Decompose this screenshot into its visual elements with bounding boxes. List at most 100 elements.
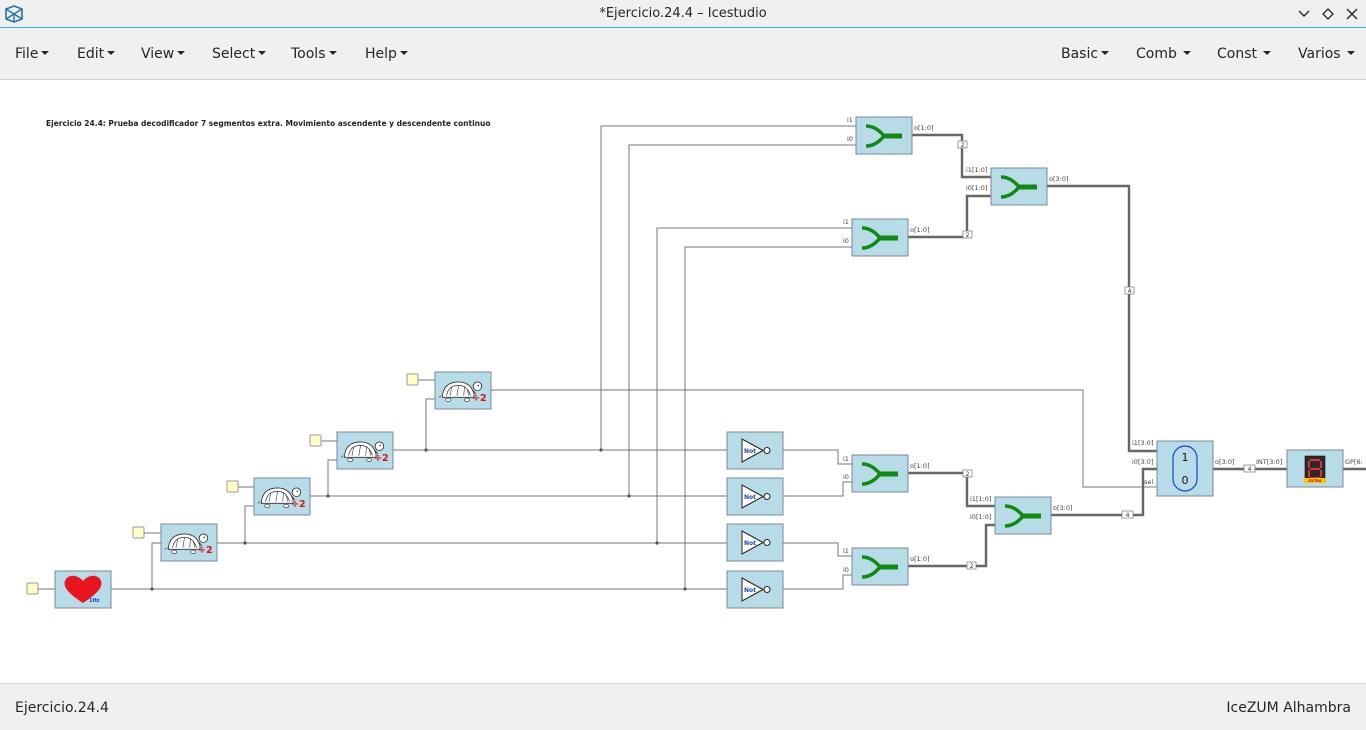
caret-down-icon — [1346, 51, 1355, 55]
svg-text:o[1:0]: o[1:0] — [910, 226, 930, 234]
minimize-button[interactable] — [1294, 4, 1314, 24]
svg-text:2: 2 — [961, 142, 965, 149]
svg-text:2: 2 — [970, 563, 974, 570]
statusbar: Ejercicio.24.4 IceZUM Alhambra — [0, 683, 1366, 730]
menu-file[interactable]: File — [15, 46, 50, 62]
caret-down-icon — [399, 51, 408, 55]
bus-size-marker: 2 — [962, 469, 973, 478]
design-canvas[interactable]: Ejercicio 24.4: Prueba decodificador 7 s… — [0, 80, 1366, 683]
caret-down-icon — [328, 51, 337, 55]
svg-text:i1: i1 — [843, 455, 849, 463]
menu-tools[interactable]: Tools — [291, 46, 337, 62]
menu-varios[interactable]: Varios — [1298, 46, 1355, 62]
prescaler-label: ÷2 — [198, 545, 213, 556]
svg-text:o[3:0]: o[3:0] — [1053, 504, 1073, 512]
diamond-icon — [1322, 8, 1334, 20]
svg-text:1: 1 — [1182, 451, 1189, 464]
not-gate[interactable]: Not — [726, 477, 784, 516]
bus-size-marker: 4 — [1124, 286, 1135, 295]
not-gate[interactable]: Not — [726, 570, 784, 609]
join-block[interactable]: i1 i0 o[1:0] — [843, 547, 930, 586]
prescaler-label: ÷2 — [374, 453, 389, 464]
svg-text:o[1:0]: o[1:0] — [910, 462, 930, 470]
menu-view[interactable]: View — [141, 46, 186, 62]
join-block-4bit[interactable]: i1[1:0] i0[1:0] o[3:0] — [970, 495, 1073, 535]
svg-text:i0[3:0]: i0[3:0] — [1132, 458, 1153, 466]
svg-text:o[3:0]: o[3:0] — [1215, 458, 1235, 466]
not-label: Not — [744, 494, 756, 501]
svg-text:2: 2 — [966, 471, 970, 478]
menu-basic[interactable]: Basic — [1061, 46, 1110, 62]
svg-text:4: 4 — [1126, 512, 1130, 519]
menu-select[interactable]: Select — [212, 46, 267, 62]
constant-input[interactable] — [309, 434, 322, 447]
caret-down-icon — [107, 51, 116, 55]
not-label: Not — [744, 448, 756, 455]
constant-input[interactable] — [132, 526, 145, 539]
join-block-4bit[interactable]: i1[1:0] i0[1:0] o[3:0] — [966, 166, 1069, 206]
svg-text:i0[1:0]: i0[1:0] — [970, 513, 991, 521]
bus-size-marker: 4 — [1243, 464, 1256, 473]
not-gate[interactable]: Not — [726, 431, 784, 470]
menu-const[interactable]: Const — [1217, 46, 1271, 62]
wire-junctions — [150, 448, 687, 591]
menu-edit[interactable]: Edit — [77, 46, 116, 62]
caret-down-icon — [1182, 51, 1191, 55]
caret-down-icon — [177, 51, 186, 55]
svg-text:0: 0 — [1182, 474, 1189, 487]
svg-text:o[3:0]: o[3:0] — [1049, 175, 1069, 183]
join-block[interactable]: i1 i0 o[1:0] — [843, 454, 930, 493]
join-block[interactable]: i1 i0 o[1:0] — [847, 116, 934, 155]
caret-down-icon — [1101, 51, 1110, 55]
menubar: File Edit View Select Tools Help Basic C… — [0, 28, 1366, 80]
chevron-down-icon — [1298, 10, 1310, 17]
maximize-button[interactable] — [1318, 4, 1338, 24]
menu-comb[interactable]: Comb — [1136, 46, 1191, 62]
svg-text:GP[6:: GP[6: — [1345, 458, 1363, 466]
bus-wires — [908, 133, 1366, 568]
caret-down-icon — [1263, 51, 1271, 55]
bus-size-marker: 2 — [966, 561, 977, 570]
svg-text:i1[1:0]: i1[1:0] — [966, 166, 987, 174]
close-icon — [1346, 8, 1358, 20]
prescaler-block[interactable]: ÷2 — [160, 523, 218, 562]
svg-text:i1: i1 — [843, 218, 849, 226]
icestudio-app-icon — [4, 5, 24, 27]
prescaler-label: ÷2 — [472, 393, 487, 404]
constant-input[interactable] — [26, 582, 39, 595]
svg-text:o[1:0]: o[1:0] — [910, 555, 930, 563]
bus-size-marker: 4 — [1121, 510, 1134, 519]
wires — [38, 125, 1157, 590]
clock-frequency-label: 1Hz — [89, 598, 100, 604]
prescaler-label: ÷2 — [291, 499, 306, 510]
join-block[interactable]: i1 i0 o[1:0] — [843, 218, 930, 257]
svg-text:i1: i1 — [847, 116, 853, 124]
not-label: Not — [744, 540, 756, 547]
caret-down-icon — [258, 51, 267, 55]
window-titlebar: *Ejercicio.24.4 – Icestudio — [0, 0, 1366, 28]
svg-text:i1: i1 — [843, 547, 849, 555]
svg-text:i1[1:0]: i1[1:0] — [970, 495, 991, 503]
constant-input[interactable] — [226, 480, 239, 493]
constant-input[interactable] — [406, 373, 419, 386]
svg-text:sel: sel — [1144, 478, 1153, 486]
clock-block[interactable]: 1Hz — [54, 570, 112, 609]
prescaler-block[interactable]: ÷2 — [434, 371, 492, 410]
svg-text:i0: i0 — [843, 566, 849, 574]
board-name[interactable]: IceZUM Alhambra — [1226, 700, 1351, 716]
comment-text: Ejercicio 24.4: Prueba decodificador 7 s… — [46, 119, 490, 128]
close-button[interactable] — [1342, 4, 1362, 24]
svg-text:o[1:0]: o[1:0] — [914, 124, 934, 132]
svg-text:i0: i0 — [843, 473, 849, 481]
extra-badge — [1304, 478, 1326, 483]
prescaler-block[interactable]: ÷2 — [336, 431, 394, 470]
menu-help[interactable]: Help — [365, 46, 408, 62]
caret-down-icon — [41, 51, 50, 55]
not-gate[interactable]: Not — [726, 523, 784, 562]
heart-icon — [64, 575, 102, 603]
prescaler-block[interactable]: ÷2 — [253, 477, 311, 516]
seven-segment-decoder-block[interactable]: EXTRA INT[3:0] GP[6: — [1256, 449, 1363, 488]
multiplexer-block[interactable]: 1 0 i1[3:0] i0[3:0] sel o[3:0] — [1132, 439, 1235, 497]
svg-text:2: 2 — [966, 232, 970, 239]
svg-text:i1[3:0]: i1[3:0] — [1132, 439, 1153, 447]
